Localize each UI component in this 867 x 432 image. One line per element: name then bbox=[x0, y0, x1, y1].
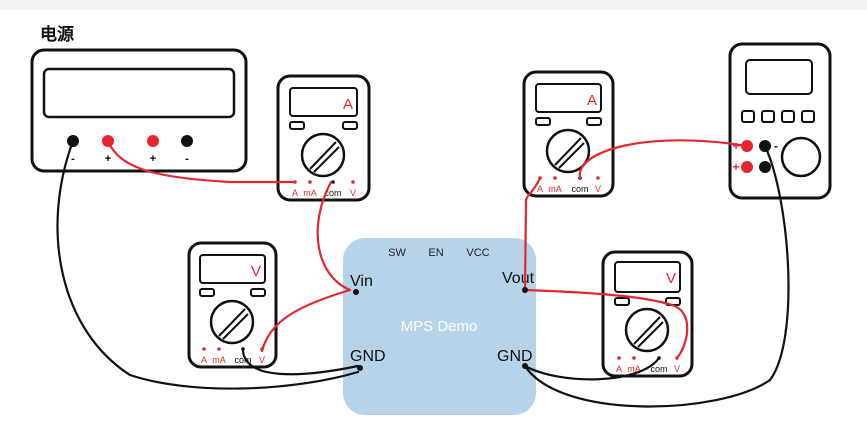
ps-sign-1: - bbox=[71, 153, 75, 165]
voltmeter-input-button-right[interactable] bbox=[250, 288, 266, 297]
load-knob[interactable] bbox=[780, 136, 822, 178]
gnd-right-label: GND bbox=[497, 348, 533, 365]
wire-gnd-to-load bbox=[523, 144, 790, 408]
ammeter-input-port-ma: mA bbox=[303, 188, 317, 198]
ammeter-output: A A mA com V bbox=[522, 70, 615, 198]
ammeter-input-port-com: com bbox=[324, 188, 341, 198]
junction-gnd-right bbox=[522, 363, 528, 369]
power-supply: - + + - bbox=[30, 48, 248, 173]
ammeter-input-display bbox=[289, 87, 358, 117]
voltmeter-input-display bbox=[199, 254, 266, 284]
voltmeter-output: V A mA com V bbox=[601, 250, 694, 378]
ps-terminal-pos-2[interactable] bbox=[147, 135, 159, 147]
voltmeter-input: V A mA com V bbox=[187, 241, 278, 369]
wire-voltmeter-in-ground bbox=[241, 349, 360, 376]
electronic-load: + + - bbox=[728, 42, 832, 200]
voltmeter-output-button-left[interactable] bbox=[614, 297, 630, 306]
load-button-3[interactable] bbox=[781, 110, 795, 123]
ammeter-input-port-a: A bbox=[292, 188, 298, 198]
wire-ammeter-to-vin bbox=[316, 180, 352, 292]
ammeter-input-port-v: V bbox=[350, 188, 356, 198]
junction-vout bbox=[522, 287, 528, 293]
vout-label: Vout bbox=[502, 270, 535, 287]
ammeter-output-port-a: A bbox=[537, 184, 543, 194]
load-display bbox=[745, 59, 813, 95]
ammeter-output-button-left[interactable] bbox=[535, 117, 551, 126]
pin-vcc: VCC bbox=[466, 247, 489, 259]
wires bbox=[56, 139, 790, 408]
wire-ps-positive-to-ammeter bbox=[106, 139, 297, 184]
load-sign-neg: - bbox=[774, 139, 778, 153]
mps-demo-board: SW EN VCC MPS Demo Vin Vout GND GND bbox=[343, 238, 536, 415]
voltmeter-input-port-v: V bbox=[259, 355, 265, 365]
voltmeter-input-button-left[interactable] bbox=[199, 288, 215, 297]
ammeter-output-display bbox=[535, 83, 602, 113]
load-terminal-neg-2[interactable] bbox=[759, 161, 771, 173]
ps-sign-3: + bbox=[150, 153, 156, 165]
wire-vout-to-voltmeter bbox=[523, 288, 689, 360]
ammeter-output-button-right[interactable] bbox=[586, 117, 602, 126]
ammeter-output-port-com: com bbox=[571, 184, 588, 194]
load-sign-pos-1: + bbox=[732, 139, 739, 153]
top-bar bbox=[0, 0, 867, 10]
ammeter-output-port-ma: mA bbox=[548, 184, 562, 194]
ammeter-input: A A mA com V bbox=[276, 74, 371, 202]
voltmeter-input-unit: V bbox=[251, 263, 261, 280]
pin-sw: SW bbox=[388, 247, 406, 259]
power-supply-title: 电源 bbox=[40, 25, 74, 45]
junction-vin bbox=[353, 289, 359, 295]
ammeter-input-unit: A bbox=[343, 96, 353, 113]
demo-board-body bbox=[343, 238, 536, 415]
ps-sign-2: + bbox=[105, 153, 111, 165]
ps-sign-4: - bbox=[185, 153, 189, 165]
voltmeter-input-port-ma: mA bbox=[212, 355, 226, 365]
ammeter-output-unit: A bbox=[587, 92, 597, 109]
gnd-left-label: GND bbox=[350, 348, 386, 365]
demo-board-name: MPS Demo bbox=[401, 318, 478, 335]
load-button-2[interactable] bbox=[761, 110, 775, 123]
voltmeter-output-display bbox=[614, 261, 681, 293]
pin-en: EN bbox=[428, 247, 443, 259]
ammeter-input-button-left[interactable] bbox=[289, 121, 305, 130]
wire-ps-ground-to-vin-gnd bbox=[56, 139, 360, 390]
voltmeter-output-port-a: A bbox=[616, 364, 622, 374]
voltmeter-output-port-ma: mA bbox=[627, 364, 641, 374]
ammeter-input-button-right[interactable] bbox=[342, 121, 358, 130]
load-terminal-pos-2[interactable] bbox=[741, 161, 753, 173]
voltmeter-output-unit: V bbox=[666, 270, 676, 287]
voltmeter-input-port-a: A bbox=[201, 355, 207, 365]
power-supply-display bbox=[42, 67, 236, 119]
wire-voltmeter-in-positive bbox=[260, 288, 352, 353]
wire-vout-to-ammeter bbox=[523, 176, 542, 292]
load-button-4[interactable] bbox=[801, 110, 815, 123]
ammeter-output-port-v: V bbox=[595, 184, 601, 194]
load-sign-pos-2: + bbox=[732, 160, 739, 174]
wire-gnd-to-voltmeter-com bbox=[523, 356, 661, 381]
ps-terminal-neg-2[interactable] bbox=[181, 135, 193, 147]
wire-ammeter-to-load bbox=[578, 139, 749, 180]
voltmeter-output-port-v: V bbox=[674, 364, 680, 374]
vin-label: Vin bbox=[350, 273, 373, 290]
voltmeter-output-port-com: com bbox=[650, 364, 667, 374]
load-button-1[interactable] bbox=[741, 110, 755, 123]
junctions bbox=[353, 287, 528, 371]
junction-gnd-left bbox=[357, 365, 363, 371]
voltmeter-input-port-com: com bbox=[234, 355, 251, 365]
